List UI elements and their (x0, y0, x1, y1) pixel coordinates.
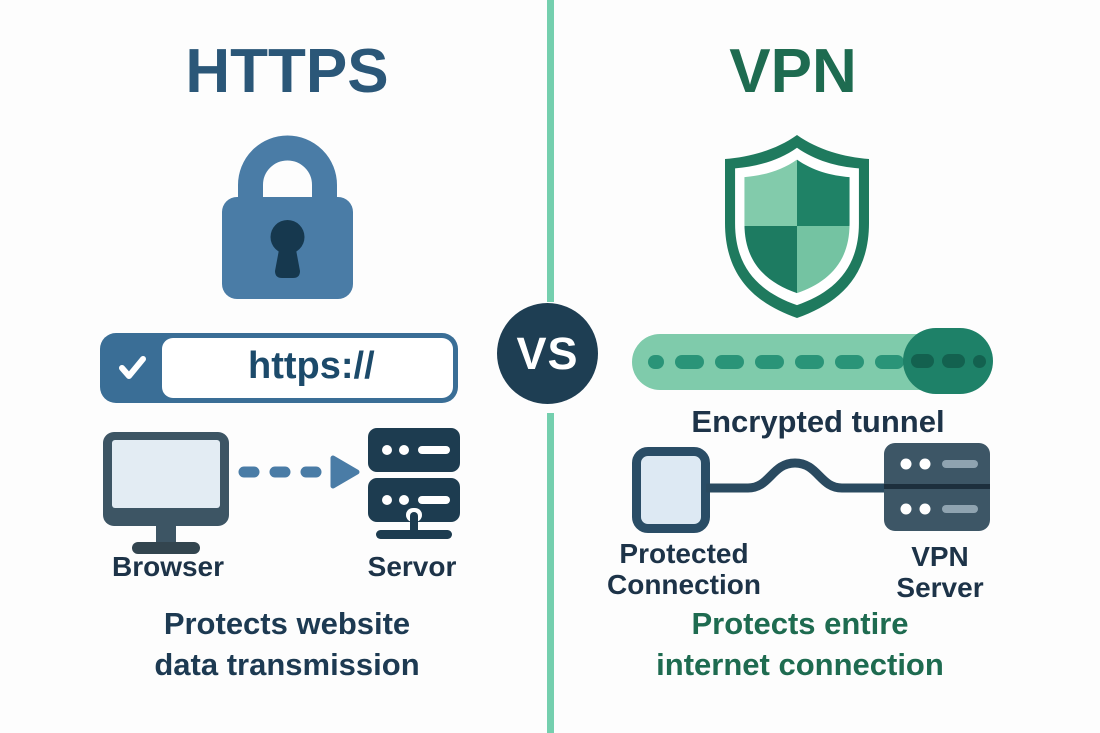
padlock-icon (222, 133, 353, 304)
divider-line-bottom (547, 413, 554, 733)
encrypted-tunnel-cap-icon (903, 328, 993, 394)
https-caption: Protects website data transmission (154, 604, 419, 686)
https-caption-line2: data transmission (154, 646, 420, 682)
address-bar: https:// (100, 333, 458, 403)
vpn-server-line2: Server (896, 572, 984, 604)
protected-connection-line1: Protected (619, 538, 749, 569)
vpn-caption: Protects entire internet connection (656, 604, 944, 686)
dashed-arrow-icon (238, 450, 366, 499)
vpn-server-icon (884, 443, 990, 536)
protected-device-icon (632, 447, 710, 533)
vs-label: VS (516, 327, 579, 379)
vpn-server-line1: VPN (911, 541, 969, 572)
divider-line-top (547, 0, 554, 302)
vs-badge: VS (497, 303, 598, 404)
https-title: HTTPS (185, 37, 389, 106)
browser-label: Browser (111, 551, 225, 582)
encrypted-tunnel-label: Encrypted tunnel (691, 404, 945, 439)
web-server-icon (368, 428, 460, 545)
vpn-server-label: VPN Server (896, 541, 983, 604)
checkmark-icon (112, 348, 152, 393)
browser-monitor-icon (103, 432, 229, 559)
protected-connection-line2: Connection (607, 569, 761, 601)
cable-icon (703, 450, 891, 515)
vpn-title: VPN (729, 37, 857, 106)
address-bar-field: https:// (162, 338, 453, 398)
shield-icon (712, 131, 882, 326)
server-label: Servor (367, 551, 457, 582)
vpn-caption-line1: Protects entire (691, 606, 909, 641)
vpn-caption-line2: internet connection (656, 646, 944, 682)
https-caption-line1: Protects website (163, 606, 411, 641)
https-url-text: https:// (248, 344, 375, 387)
protected-connection-label: Protected Connection (607, 538, 761, 601)
